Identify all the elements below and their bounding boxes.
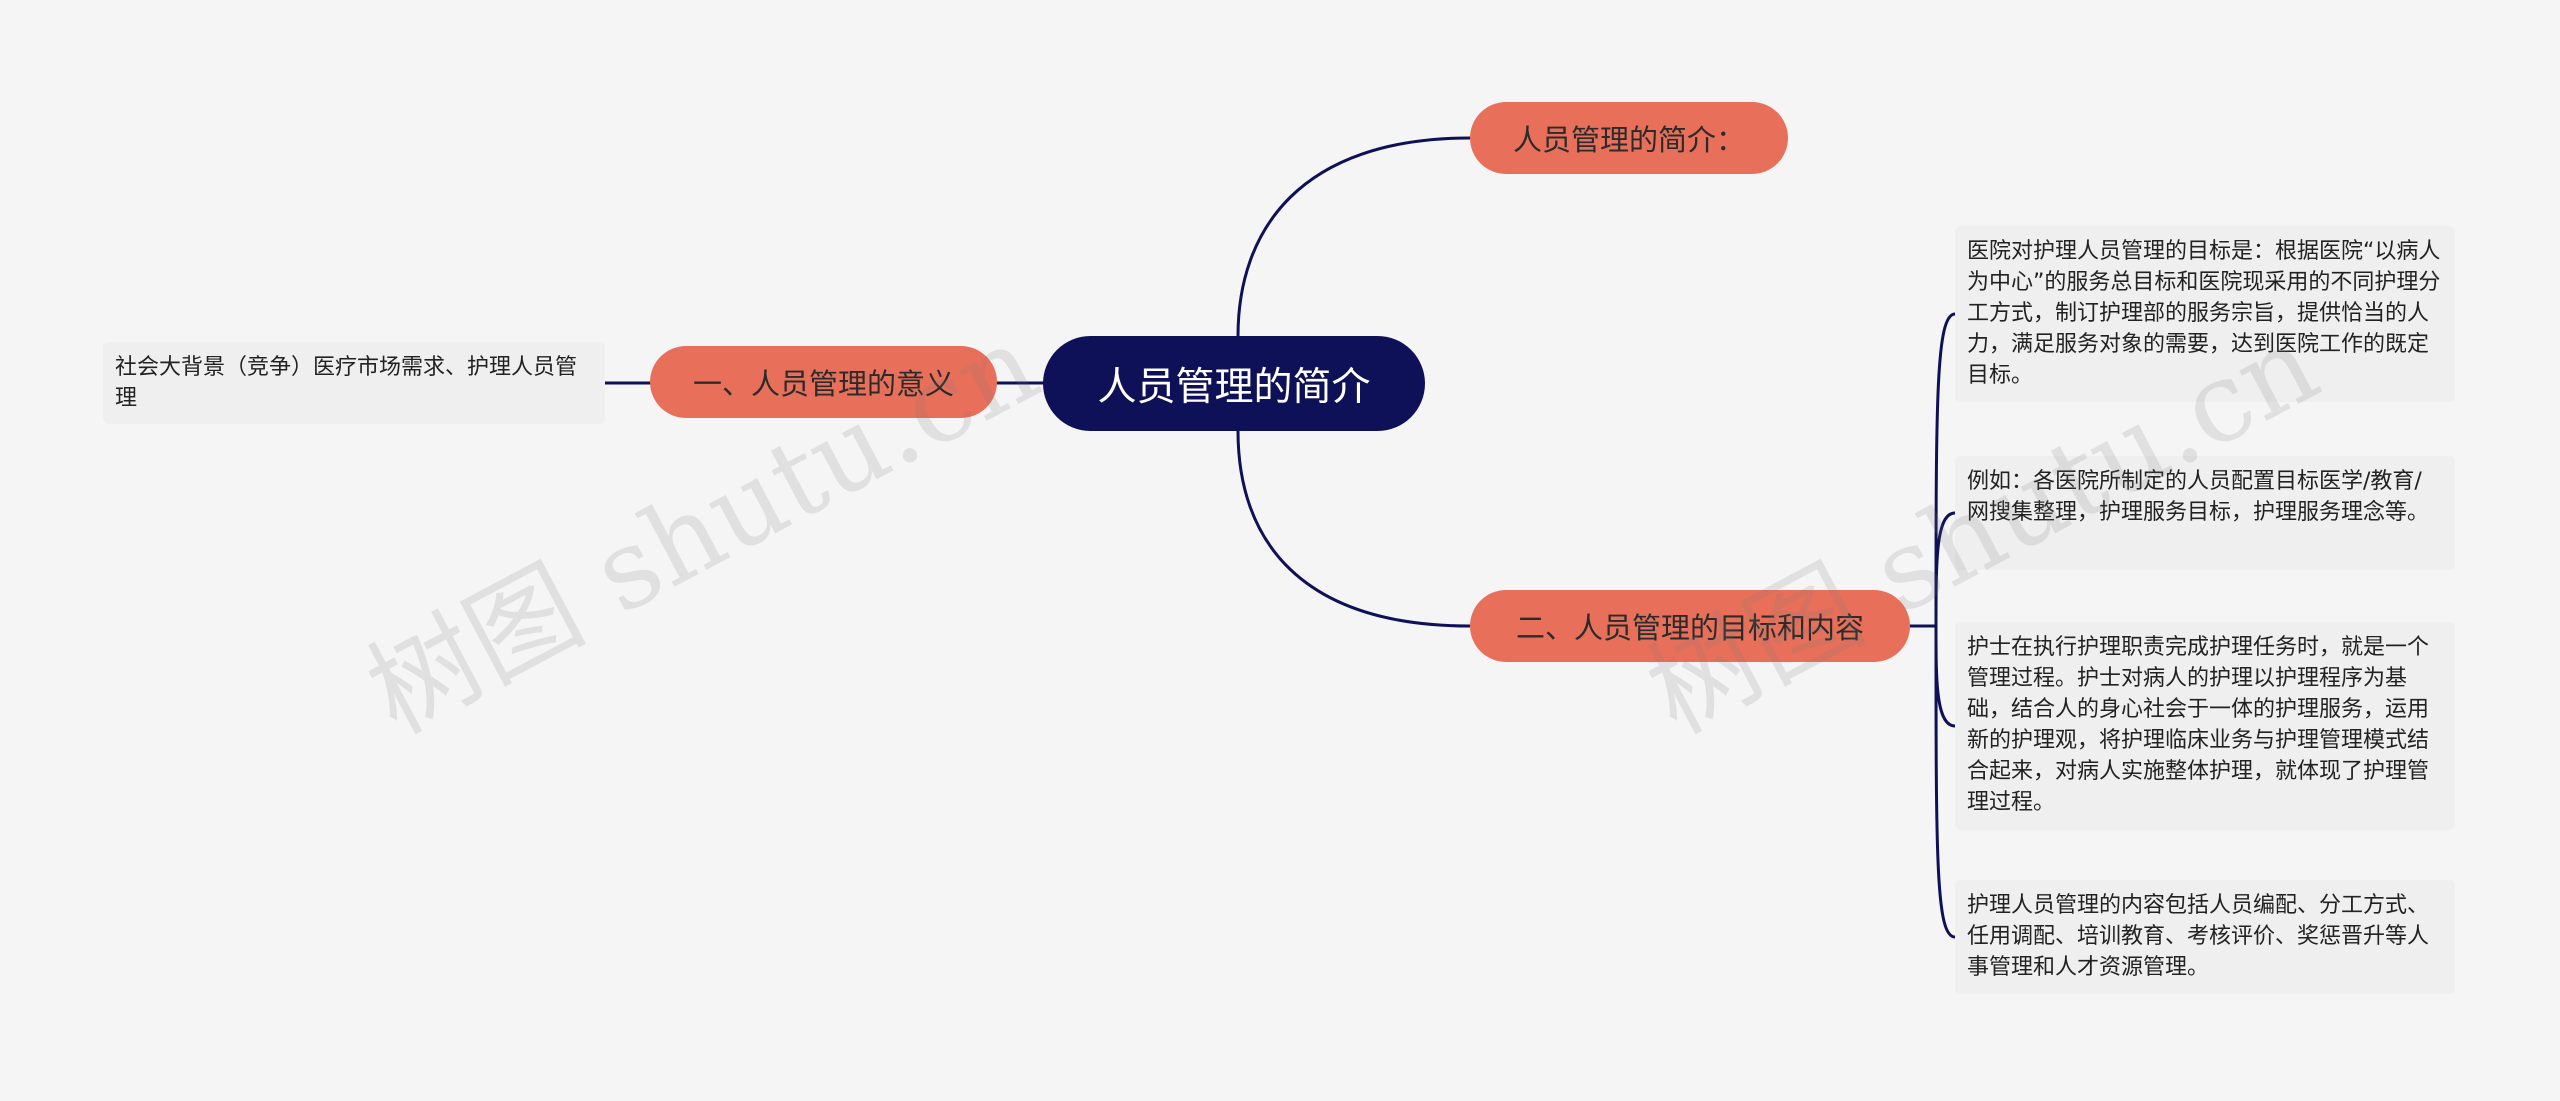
branch-node-intro[interactable]: 人员管理的简介：	[1470, 102, 1788, 174]
leaf-node-meaning[interactable]: 社会大背景（竞争）医疗市场需求、护理人员管理	[103, 342, 605, 424]
root-node[interactable]: 人员管理的简介	[1043, 336, 1425, 431]
leaf-node-goal-2[interactable]: 例如：各医院所制定的人员配置目标医学/教育/网搜集整理，护理服务目标，护理服务理…	[1955, 456, 2455, 570]
branch-node-goals[interactable]: 二、人员管理的目标和内容	[1470, 590, 1910, 662]
root-node-label: 人员管理的简介	[1097, 364, 1371, 410]
branch-node-goals-label: 二、人员管理的目标和内容	[1515, 611, 1864, 645]
leaf-node-goal-4[interactable]: 护理人员管理的内容包括人员编配、分工方式、任用调配、培训教育、考核评价、奖惩晋升…	[1955, 880, 2455, 994]
branch-node-meaning[interactable]: 一、人员管理的意义	[650, 346, 997, 418]
leaf-node-goal-3[interactable]: 护士在执行护理职责完成护理任务时，就是一个管理过程。护士对病人的护理以护理程序为…	[1955, 622, 2455, 830]
connector-root-to-intro	[1236, 136, 1472, 338]
connector-bracket-to-leaf-2	[1934, 511, 1957, 628]
connector-bracket-to-leaf-4	[1934, 624, 1957, 939]
branch-node-meaning-label: 一、人员管理的意义	[692, 367, 954, 401]
connector-root-to-goals	[1236, 429, 1472, 628]
leaf-node-goal-1[interactable]: 医院对护理人员管理的目标是：根据医院“以病人为中心”的服务总目标和医院现采用的不…	[1955, 226, 2455, 402]
connector-bracket-to-leaf-3	[1934, 624, 1957, 728]
branch-node-intro-label: 人员管理的简介：	[1512, 123, 1745, 157]
connector-bracket-to-leaf-1	[1934, 312, 1957, 628]
